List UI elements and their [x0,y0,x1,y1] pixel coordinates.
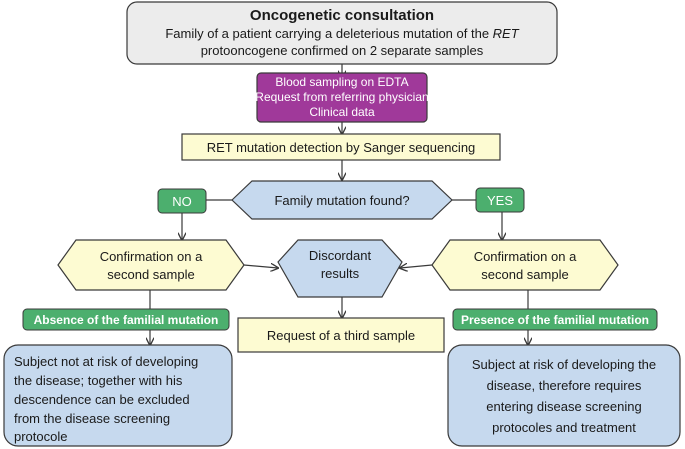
outcome-positive-line-2: disease, therefore requires [487,378,642,393]
outcome-negative-box: Subject not at risk of developing the di… [3,344,233,447]
consultation-title: Oncogenetic consultation [250,7,434,24]
yes-label: YES [487,193,513,208]
outcome-negative-line-5: protocole [14,429,67,444]
confirm-left-line-1: Confirmation on a [100,249,203,264]
consultation-box: Oncogenetic consultation Family of a pat… [126,1,558,65]
no-tag: NO [157,188,207,214]
consultation-line-1: Family of a patient carrying a deleterio… [165,26,519,41]
outcome-negative-line-1: Subject not at risk of developing [14,354,198,369]
confirm-left-line-2: second sample [107,267,194,282]
outcome-positive-box: Subject at risk of developing the diseas… [447,344,681,447]
outcome-negative-line-4: from the disease screening [14,411,170,426]
outcome-negative-line-2: the disease; together with his [14,373,183,388]
third-sample-box: Request of a third sample [237,317,445,353]
absence-label: Absence of the familial mutation [34,313,219,327]
outcome-negative-line-3: descendence can be excluded [14,392,190,407]
sampling-line-2: Request from referring physician [255,90,428,104]
outcome-positive-line-3: entering disease screening [486,399,641,414]
consultation-line-2: protooncogene confirmed on 2 separate sa… [201,43,484,58]
decision-question: Family mutation found? [274,193,409,208]
arrow-right-confirm-to-discordant [400,265,433,268]
yes-tag: YES [475,187,525,213]
discordant-line-1: Discordant [309,248,372,263]
confirm-right-hexagon: Confirmation on a second sample [431,239,619,291]
third-sample-label: Request of a third sample [267,328,415,343]
discordant-line-2: results [321,266,360,281]
presence-tag: Presence of the familial mutation [452,308,658,331]
absence-tag: Absence of the familial mutation [22,308,230,331]
outcome-positive-line-1: Subject at risk of developing the [472,357,656,372]
outcome-positive-line-4: protocoles and treatment [492,420,636,435]
decision-hexagon: Family mutation found? [231,180,453,220]
presence-label: Presence of the familial mutation [461,313,649,327]
confirm-right-line-2: second sample [481,267,568,282]
discordant-shape: Discordant results [277,239,403,298]
confirm-left-hexagon: Confirmation on a second sample [57,239,245,291]
consultation-gene: RET [493,26,520,41]
sampling-box: Blood sampling on EDTA Request from refe… [255,72,429,123]
detection-label: RET mutation detection by Sanger sequenc… [207,140,476,155]
confirm-right-line-1: Confirmation on a [474,249,577,264]
sampling-line-1: Blood sampling on EDTA [275,75,408,89]
consultation-line-1-text: Family of a patient carrying a deleterio… [165,26,492,41]
arrow-left-confirm-to-discordant [243,265,278,268]
no-label: NO [172,194,192,209]
detection-box: RET mutation detection by Sanger sequenc… [181,133,501,161]
sampling-line-3: Clinical data [309,105,375,119]
